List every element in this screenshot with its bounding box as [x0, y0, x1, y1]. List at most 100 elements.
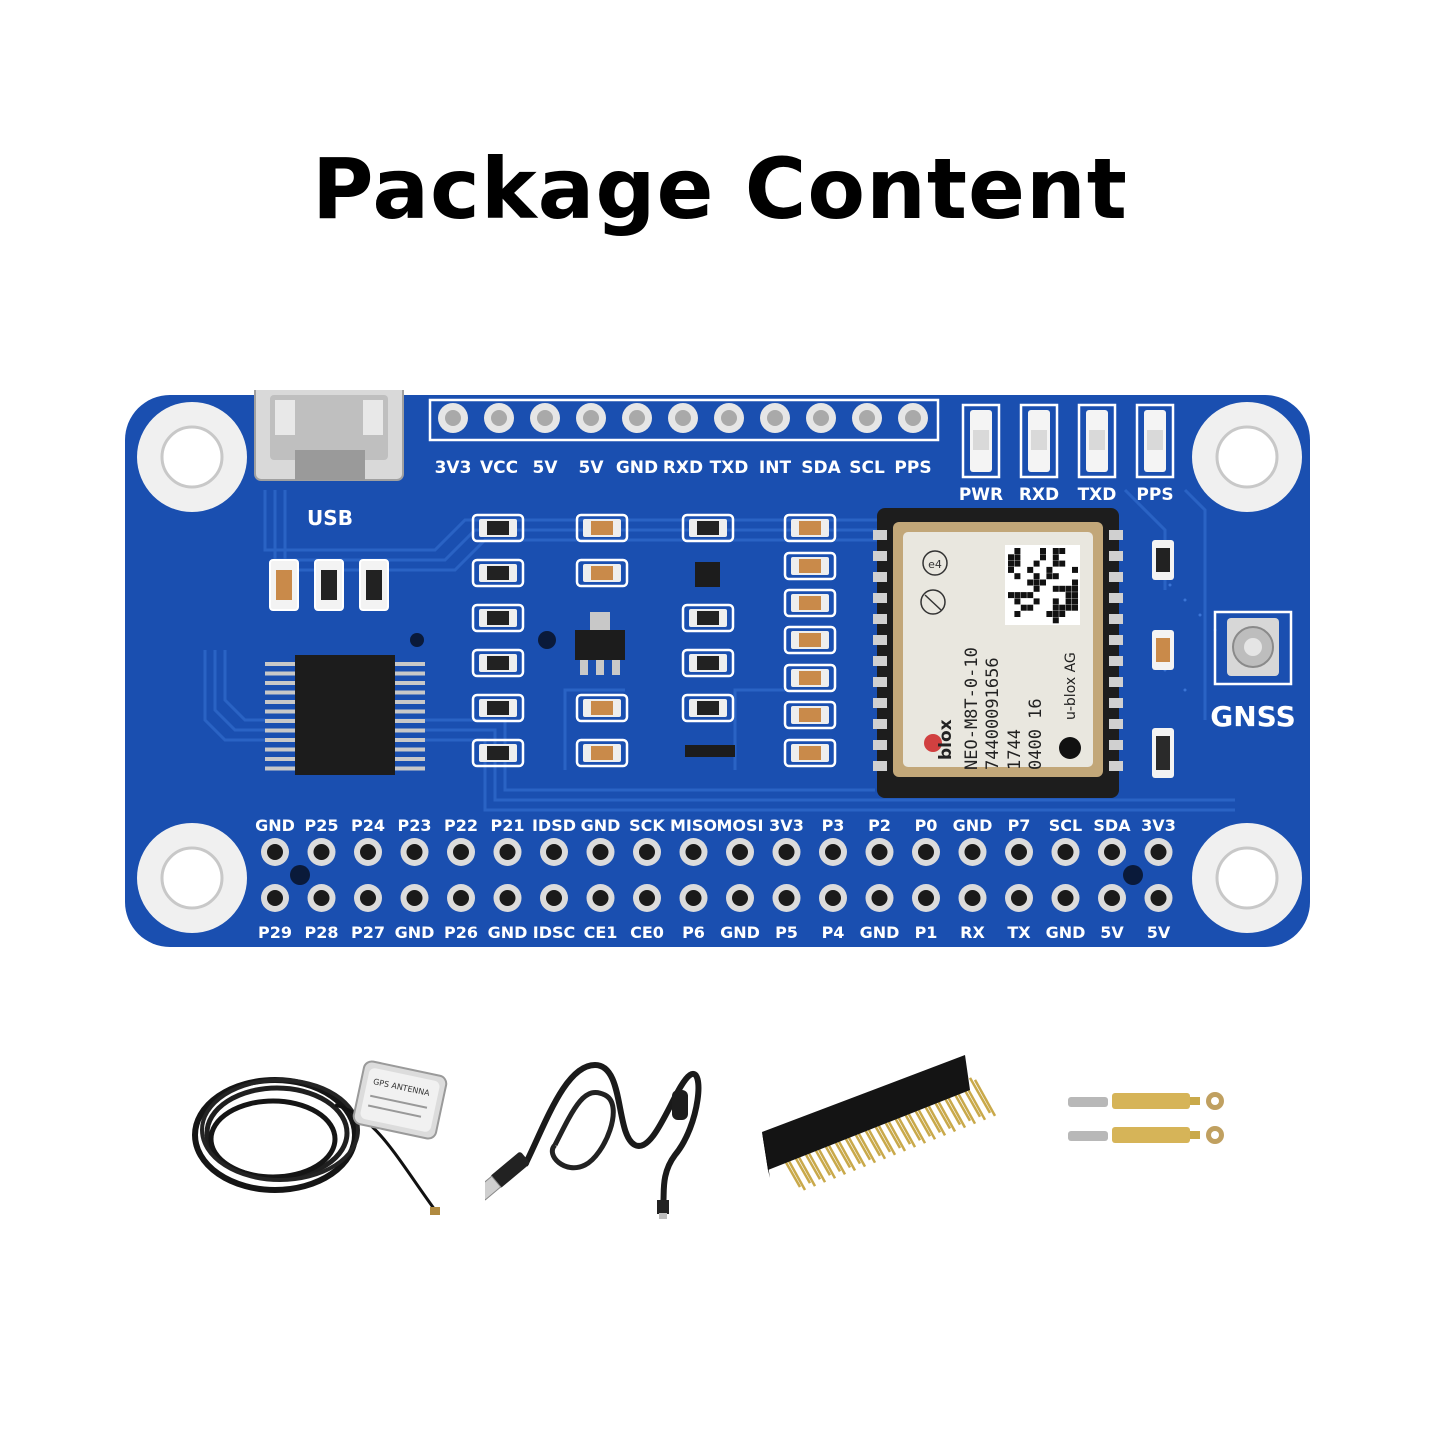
gpio-pin-label: MISO — [670, 816, 717, 835]
header-pad — [668, 403, 698, 433]
smd-passive — [575, 558, 629, 588]
header-pin-label: VCC — [480, 458, 518, 478]
gpio-pin-label: SCK — [629, 816, 665, 835]
gpio-pin-label: 3V3 — [1141, 816, 1176, 835]
smd-passive — [783, 513, 837, 543]
mounting-holes — [137, 402, 1302, 933]
header-pin-label: TXD — [710, 458, 749, 478]
gpio-pad — [679, 884, 708, 912]
pb-free-icon — [920, 589, 946, 615]
header-pin-label: 5V — [533, 458, 559, 478]
smd-passive — [783, 551, 837, 581]
uart-bridge-ic — [265, 655, 425, 775]
led-indicator — [1077, 403, 1117, 479]
gpio-pin-label: P7 — [1008, 816, 1031, 835]
gpio-pin-label: P0 — [915, 816, 938, 835]
gpio-pad — [307, 884, 336, 912]
gpio-pad — [772, 838, 801, 866]
gpio-pad — [540, 884, 568, 912]
gpio-pad — [726, 884, 754, 912]
gpio-pin-label: P25 — [305, 816, 339, 835]
gpio-pin-label: P6 — [682, 923, 705, 942]
gpio-pin-label: CE0 — [630, 923, 664, 942]
header-pad — [484, 403, 514, 433]
gpio-pad — [1098, 838, 1126, 866]
smd-passive — [783, 700, 837, 730]
gpio-pad — [865, 884, 894, 912]
module-serial: 74400091656 — [983, 657, 1003, 770]
smd-passive — [681, 693, 735, 723]
gpio-pad — [912, 838, 940, 866]
left-passives — [269, 559, 389, 611]
header-pin-label: INT — [759, 458, 792, 478]
header-pad — [530, 403, 560, 433]
gpio-pin-label: GND — [395, 923, 435, 942]
usb-cable-accessory — [475, 1045, 715, 1229]
smd-passive — [783, 738, 837, 768]
gpio-pin-label: P27 — [351, 923, 385, 942]
gpio-pin-label: P28 — [305, 923, 339, 942]
gpio-pad — [679, 838, 708, 866]
via-hole — [410, 633, 424, 647]
gpio-pin-label: 5V — [1147, 923, 1171, 942]
gpio-pin-label: GND — [720, 923, 760, 942]
pin-header-accessory — [760, 1050, 1000, 1214]
header-pad — [622, 403, 652, 433]
ufl-antenna-connector — [1213, 610, 1293, 686]
header-pad — [438, 403, 468, 433]
smd-passive — [575, 513, 629, 543]
led-label: PPS — [1136, 485, 1173, 505]
gpio-pad — [493, 838, 522, 866]
gpio-pin-label: P21 — [491, 816, 525, 835]
header-pad — [898, 403, 928, 433]
led-indicator — [1135, 403, 1175, 479]
e4-mark — [922, 550, 948, 576]
via-hole — [1123, 865, 1143, 885]
gpio-pin-label: GND — [255, 816, 295, 835]
brass-standoff-icon — [1112, 1093, 1200, 1143]
gpio-pad — [819, 884, 847, 912]
nut-icon — [1206, 1092, 1224, 1144]
module-code1: 1744 — [1005, 729, 1025, 770]
gpio-pin-label: 5V — [1100, 923, 1124, 942]
gpio-pin-label: P2 — [868, 816, 891, 835]
gpio-pin-label: IDSD — [532, 816, 576, 835]
header-pad — [576, 403, 606, 433]
header-pin-label: 3V3 — [435, 458, 472, 478]
gpio-pad — [1051, 838, 1080, 866]
header-pad — [714, 403, 744, 433]
gpio-pad — [261, 884, 289, 912]
gpio-pad — [865, 838, 894, 866]
gpio-pad — [958, 884, 987, 912]
gpio-pad — [726, 838, 754, 866]
qr-code — [1005, 545, 1080, 625]
gpio-pad — [1098, 884, 1126, 912]
module-mark: e4 — [928, 558, 942, 571]
gnss-module: e4 blox NEO-M8T-0-10 74400091656 1744 04… — [873, 508, 1123, 798]
status-leds — [961, 403, 1175, 479]
gpio-pad — [261, 838, 289, 866]
gpio-pin-label: GND — [1046, 923, 1086, 942]
gpio-pad — [400, 884, 429, 912]
led-label: RXD — [1019, 485, 1059, 505]
pin1-dot — [1059, 737, 1081, 759]
header-pin-label: RXD — [663, 458, 703, 478]
led-label: PWR — [959, 485, 1003, 505]
gpio-pad — [1144, 838, 1173, 866]
via-hole — [538, 631, 556, 649]
module-code2: 0400 16 — [1026, 698, 1046, 770]
gpio-header-pads — [261, 838, 1173, 912]
gpio-pad — [1051, 884, 1080, 912]
smd-passive — [783, 588, 837, 618]
gpio-pad — [633, 884, 661, 912]
gpio-pad — [912, 884, 940, 912]
smd-passive — [471, 738, 525, 768]
gpio-pad — [354, 838, 382, 866]
gpio-pad — [586, 884, 615, 912]
header-pin-label: GND — [616, 458, 658, 478]
